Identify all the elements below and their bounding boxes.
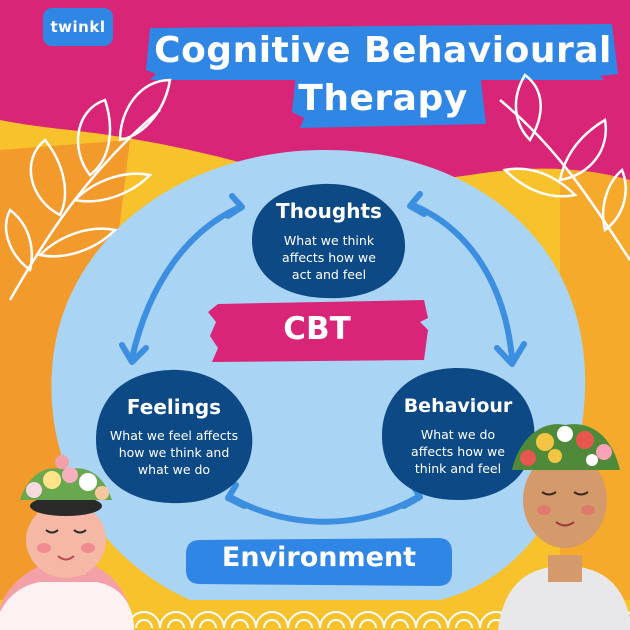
cbt-banner [208,300,428,362]
person-left-cheek-l [37,543,51,553]
feelings-title: Feelings [126,395,222,419]
twinkl-logo: twinkl [43,8,113,46]
behaviour-desc-line-1: What we do [420,427,496,442]
thoughts-node [252,183,406,299]
arrow-thoughts-feelings [129,205,241,361]
arrowhead-feelings-side [119,342,149,365]
person-left-smile [57,555,75,561]
leaf-sprig-right-icon [499,73,630,261]
environment-label: Environment [221,542,417,573]
person-left-cheek-r [81,543,95,553]
person-right-cheek-r [581,505,595,515]
person-right-eyes [541,491,589,496]
person-right-head [523,452,607,548]
behaviour-title: Behaviour [403,395,513,417]
arrowhead-thoughts-side-right [407,191,427,217]
feelings-desc-line-1: What we feel affects [109,428,239,443]
behaviour-desc-line-3: think and feel [414,461,502,476]
title-line-1: Cognitive Behavioural [154,30,612,71]
arrow-thoughts-behaviour [412,203,515,361]
person-right-smile [555,521,575,527]
person-right-neck [548,555,582,582]
behaviour-desc-line-2: affects how we [411,444,505,459]
arrowhead-feelings-bottom [225,482,247,509]
flower-crown-right-icon [512,424,620,470]
person-right-body [498,566,630,630]
flower-crown-left-icon [20,455,112,500]
person-right [498,424,630,630]
title-brush-1 [146,24,618,80]
title-line-2: Therapy [298,78,468,119]
person-left-head [26,502,106,578]
environment-banner [186,538,452,586]
feelings-desc-line-3: what we do [137,462,211,477]
person-left-collar [0,582,134,630]
arrowhead-behaviour-side [494,341,527,367]
arrowhead-thoughts-side-left [225,193,245,219]
person-left-hair [30,496,102,516]
person-right-cheek-l [537,505,551,515]
arrow-feelings-behaviour [227,494,421,525]
thoughts-desc-line-2: affects how we [282,250,376,265]
thoughts-title: Thoughts [276,199,382,223]
cbt-label: CBT [283,311,351,347]
feelings-node [96,369,253,504]
thoughts-desc-line-3: act and feel [291,267,367,282]
feelings-desc-line-2: how we think and [118,445,230,460]
person-left [0,455,134,630]
thoughts-desc-line-1: What we think [283,233,375,248]
title-brush-2 [292,72,486,128]
person-left-eyes [45,529,87,534]
logo-text: twinkl [50,18,106,36]
leaf-sprig-left-icon [4,78,172,301]
cycle-arrows [119,191,527,525]
behaviour-node [382,368,535,500]
